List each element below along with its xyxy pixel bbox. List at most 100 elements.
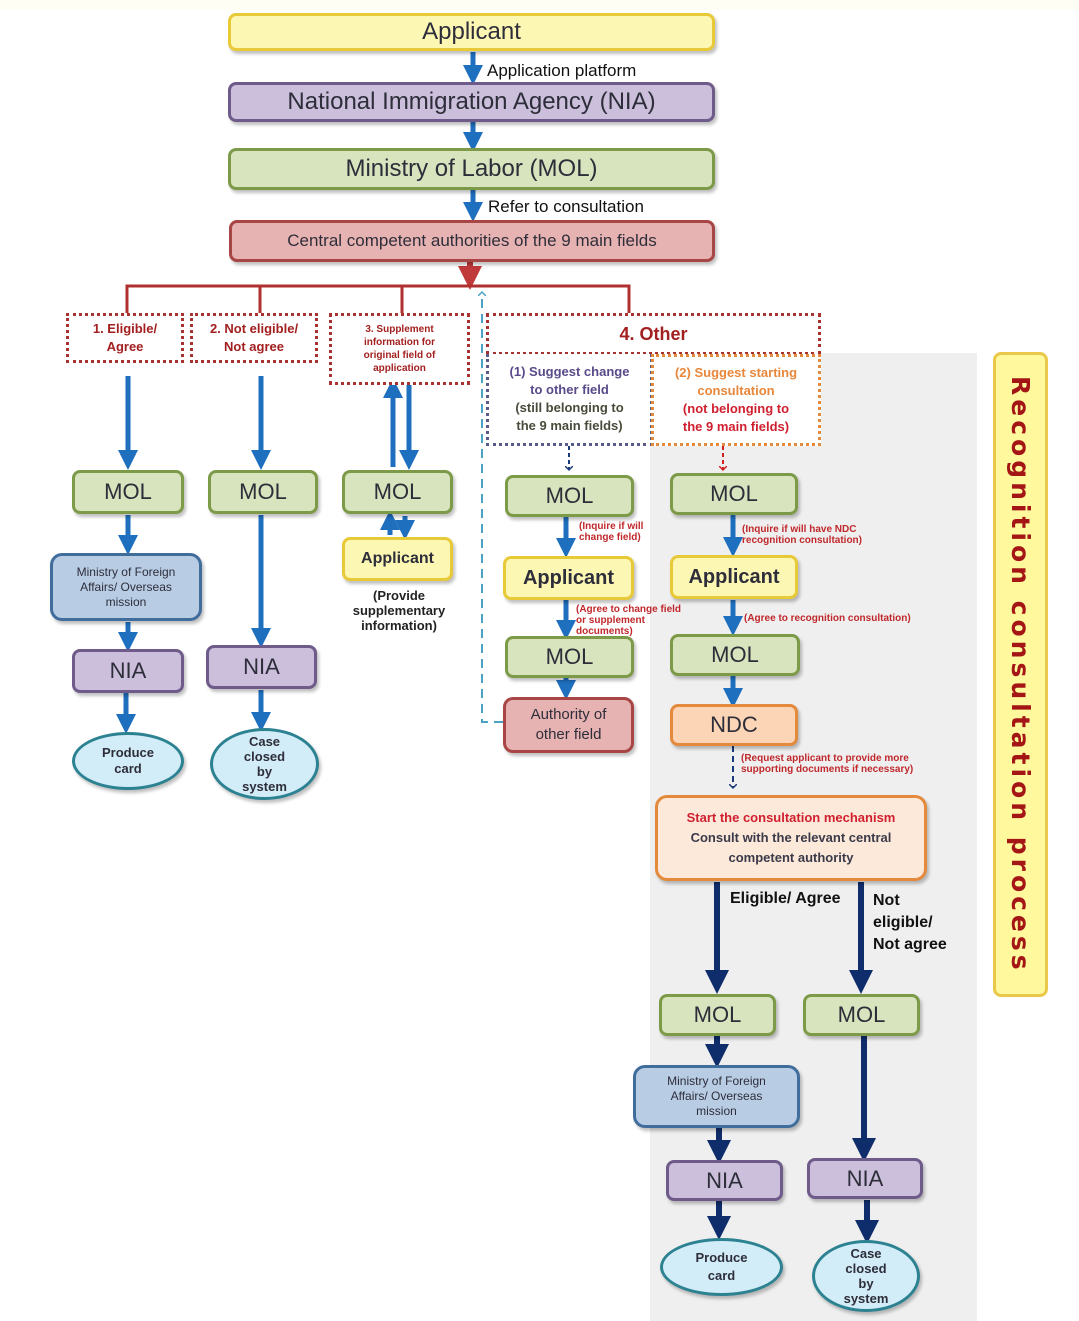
col5-note3-line1: (Request applicant to provide more — [741, 753, 909, 764]
consult-yes-mol-box: MOL — [659, 994, 776, 1036]
col5-applicant-label: Applicant — [688, 565, 780, 588]
col2-mol-label: MOL — [239, 479, 287, 504]
option-consult-line2: consultation — [697, 383, 775, 398]
col2-end-line2: closed — [243, 749, 286, 764]
col5-ndc-label: NDC — [710, 712, 758, 737]
central-authorities-box: Central competent authorities of the 9 m… — [229, 220, 715, 262]
col5-arrows — [705, 446, 879, 1244]
branch-eligible-line1: 1. Eligible/ — [92, 321, 158, 336]
col2-nia-box: NIA — [206, 645, 317, 689]
consult-yes-produce-card: Produce card — [660, 1238, 783, 1296]
not-eligible-line1: Not — [873, 892, 900, 909]
col5-note1-line2: recognition consultation) — [742, 535, 862, 546]
col2-mol-box: MOL — [208, 470, 318, 514]
col1-nia-box: NIA — [72, 649, 184, 693]
consult-yes-nia-box: NIA — [666, 1160, 783, 1201]
col5-note1-line1: (Inquire if will have NDC — [742, 524, 857, 535]
col1-mol-label: MOL — [104, 479, 152, 504]
col2-nia-label: NIA — [243, 654, 280, 679]
branch-other: 4. Other — [486, 313, 821, 355]
col4-mol-box-2: MOL — [505, 636, 634, 678]
col5-mol-box-2: MOL — [670, 634, 800, 676]
branch-lines — [125, 284, 631, 313]
consult-no-mol-label: MOL — [837, 1002, 886, 1027]
col4-mol2-label: MOL — [545, 644, 594, 669]
col3-applicant-box: Applicant — [342, 537, 453, 581]
col5-applicant-box: Applicant — [670, 555, 798, 599]
col4-note2-line2: or supplement — [576, 615, 645, 626]
refer-consultation-label: Refer to consultation — [488, 197, 644, 216]
consult-yes-mol-label: MOL — [693, 1002, 742, 1027]
mol-box: Ministry of Labor (MOL) — [228, 148, 715, 190]
nia-box: National Immigration Agency (NIA) — [228, 82, 715, 122]
consult-line1: Consult with the relevant central — [690, 830, 892, 845]
col3-mol-box: MOL — [342, 470, 453, 514]
option-consult-line1: (2) Suggest starting — [674, 365, 798, 380]
col4-mol-box-1: MOL — [505, 475, 634, 517]
branch-eligible-line2: Agree — [106, 339, 144, 354]
consult-no-end-line1: Case — [850, 1246, 882, 1261]
consult-yes-mofa-line3: mission — [696, 1104, 737, 1118]
branch-supplement: 3. Supplement information for original f… — [329, 313, 470, 385]
col4-note1-line1: (Inquire if will — [579, 521, 644, 532]
col1-mofa-line2: Affairs/ Overseas — [80, 579, 172, 594]
col3-note-line3: information) — [361, 618, 437, 633]
option-change-line2: to other field — [530, 381, 609, 397]
col5-mol-box-1: MOL — [670, 473, 798, 515]
eligible-agree-label: Eligible/ Agree — [730, 890, 841, 907]
col3-applicant-label: Applicant — [361, 550, 434, 567]
col1-nia-label: NIA — [109, 658, 147, 683]
col1-mofa-line3: mission — [105, 594, 147, 609]
consult-title: Start the consultation mechanism — [686, 810, 896, 825]
option-change-line4: the 9 main fields) — [516, 417, 623, 433]
consult-no-end-line4: system — [843, 1291, 889, 1306]
col4-mol1-label: MOL — [545, 483, 594, 508]
col4-note2-line1: (Agree to change field — [576, 604, 682, 615]
option-change-field: (1) Suggest change to other field (still… — [486, 354, 653, 446]
col1-mol-box: MOL — [72, 470, 184, 514]
branch-other-label: 4. Other — [619, 323, 688, 344]
col4-applicant-box: Applicant — [503, 556, 634, 600]
consult-yes-end-line2: card — [707, 1268, 736, 1283]
col3-note-line1: (Provide — [372, 588, 425, 603]
col3-arrows — [380, 376, 419, 540]
not-eligible-line3: Not agree — [873, 936, 947, 953]
col3-note: (Provide supplementary information) — [340, 588, 458, 633]
application-platform-label: Application platform — [487, 61, 637, 80]
col2-end-line3: by — [256, 764, 273, 779]
branch-not-eligible-line1: 2. Not eligible/ — [209, 321, 299, 336]
col4-authority-box: Authority of other field — [503, 697, 634, 753]
recognition-consultation-sidebar: Recognition consultation process — [993, 352, 1048, 997]
sidebar-label: Recognition consultation process — [1006, 375, 1035, 974]
col1-mofa-line1: Ministry of Foreign — [76, 564, 176, 579]
col5-note2: (Agree to recognition consultation) — [744, 613, 911, 624]
consult-yes-end-line1: Produce — [695, 1250, 748, 1265]
col3-note-line2: supplementary — [352, 603, 446, 618]
option-change-line3: (still belonging to — [515, 399, 624, 415]
top-strip — [0, 0, 1079, 10]
col4-arrows — [482, 292, 576, 723]
col4-note1-line2: change field) — [579, 532, 641, 543]
not-eligible-line2: eligible/ — [873, 914, 933, 931]
consult-yes-mofa-line2: Affairs/ Overseas — [670, 1089, 763, 1103]
branch-supplement-line1: 3. Supplement — [365, 324, 434, 335]
col2-end-line1: Case — [248, 734, 281, 749]
branch-supplement-line2: information for — [363, 337, 436, 348]
not-eligible-label: Not eligible/ Not agree — [873, 890, 947, 956]
col4-authority-line1: Authority of — [530, 706, 607, 723]
branch-eligible: 1. Eligible/Agree — [66, 313, 184, 363]
applicant-box: Applicant — [228, 13, 715, 51]
mol-label: Ministry of Labor (MOL) — [345, 155, 598, 182]
consult-yes-mofa-line1: Ministry of Foreign — [667, 1074, 766, 1088]
consult-no-nia-label: NIA — [846, 1165, 884, 1191]
consult-no-end-line3: by — [858, 1276, 874, 1291]
applicant-label: Applicant — [422, 18, 521, 45]
col4-authority-line2: other field — [535, 726, 602, 743]
consult-no-nia-box: NIA — [807, 1158, 923, 1199]
